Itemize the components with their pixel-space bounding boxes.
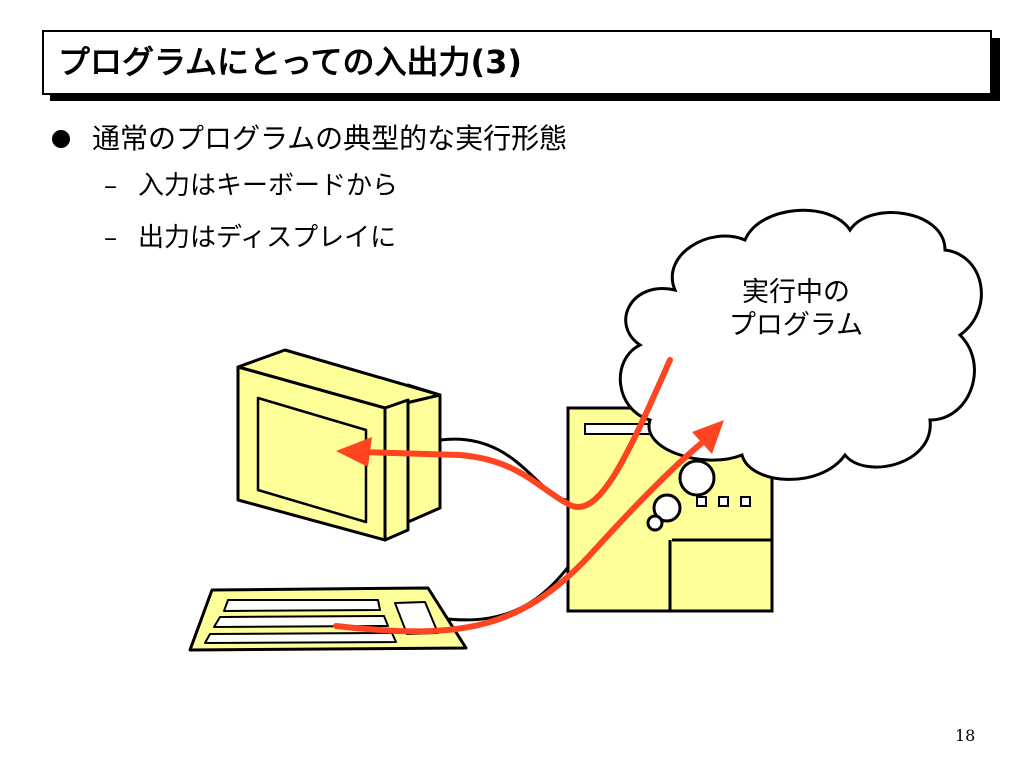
page-number: 18 [955, 726, 976, 745]
indicator-light [718, 496, 729, 507]
sub-item-output: – 出力はディスプレイに [104, 220, 396, 256]
input-arrow [333, 435, 711, 635]
sub-item-text: 入力はキーボードから [138, 171, 399, 201]
dash-icon: – [104, 171, 117, 201]
sub-item-input: – 入力はキーボードから [104, 168, 398, 204]
bullet-dot-icon [52, 130, 70, 148]
output-arrowhead-icon [336, 437, 372, 467]
dash-icon: – [104, 223, 117, 253]
key-row-3 [204, 632, 397, 644]
thought-bubble-small [646, 514, 664, 532]
monitor-side [383, 398, 410, 542]
key-row-1 [223, 599, 381, 612]
thought-bubble-medium [652, 493, 682, 523]
cloud-label-line1: 実行中の [742, 277, 850, 308]
bullet-text: 通常のプログラムの典型的な実行形態 [92, 122, 568, 155]
page-title: プログラムにとっての入出力(3) [58, 43, 522, 81]
input-arrowhead-icon [692, 420, 724, 454]
sub-item-text: 出力はディスプレイに [138, 223, 397, 253]
indicator-light [696, 496, 707, 507]
cloud-shape-icon [618, 208, 983, 481]
thought-bubble-large [678, 459, 716, 497]
data-flow-arrows [333, 357, 724, 635]
monitor-screen [256, 396, 368, 524]
cloud-label-line2: プログラム [729, 310, 863, 341]
title-box: プログラムにとっての入出力(3) [42, 30, 992, 95]
thought-cloud [618, 208, 983, 532]
output-arrow [357, 357, 673, 510]
keyboard-icon [188, 586, 468, 652]
bullet-item: 通常のプログラムの典型的な実行形態 [52, 119, 567, 159]
indicator-light [740, 496, 751, 507]
key-row-2 [213, 615, 389, 628]
monitor-icon [236, 348, 442, 542]
